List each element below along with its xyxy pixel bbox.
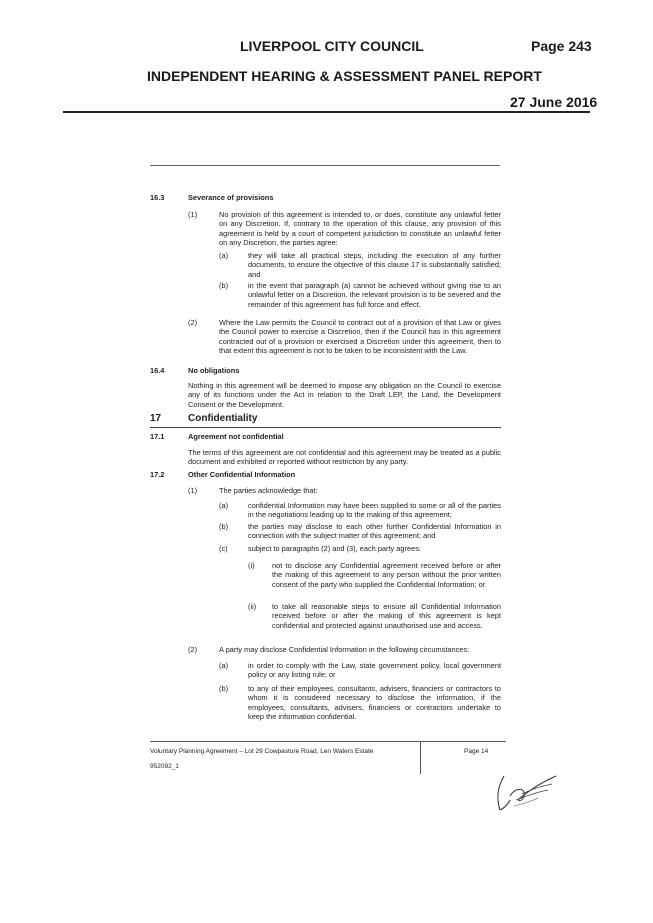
item-text: not to disclose any Confidential agreeme… <box>272 561 501 589</box>
footer-page-number: Page 14 <box>464 748 489 755</box>
subparagraph-number: (c) <box>219 544 228 553</box>
footer-rule <box>150 741 506 742</box>
paragraph-text: The parties acknowledge that: <box>219 486 318 495</box>
item-number: (ii) <box>248 602 257 611</box>
paragraph-number: (1) <box>188 210 198 219</box>
council-name: LIVERPOOL CITY COUNCIL <box>240 38 424 54</box>
subparagraph-number: (b) <box>219 281 229 290</box>
subparagraph-text: confidential Information may have been s… <box>248 501 501 520</box>
report-date: 27 June 2016 <box>510 94 598 110</box>
section-number: 16.4 <box>150 366 165 375</box>
clause-number: 17 <box>150 413 162 424</box>
paragraph-text: A party may disclose Confidential Inform… <box>219 645 470 654</box>
paragraph-text: Nothing in this agreement will be deemed… <box>188 381 501 409</box>
report-title: INDEPENDENT HEARING & ASSESSMENT PANEL R… <box>147 68 542 84</box>
section-heading: Agreement not confidential <box>188 432 284 441</box>
clause-rule <box>150 427 501 428</box>
section-heading: No obligations <box>188 366 240 375</box>
item-text: to take all reasonable steps to ensure a… <box>272 602 501 630</box>
paragraph-text: Where the Law permits the Council to con… <box>219 318 501 355</box>
section-heading: Other Confidential Information <box>188 470 296 479</box>
paragraph-number: (2) <box>188 318 198 327</box>
clause-heading: Confidentiality <box>188 413 258 424</box>
paragraph-number: (1) <box>188 486 198 495</box>
item-number: (i) <box>248 561 255 570</box>
section-heading: Severance of provisions <box>188 193 274 202</box>
handwritten-initials-signature <box>497 775 557 811</box>
subparagraph-number: (b) <box>219 684 229 693</box>
subparagraph-text: in the event that paragraph (a) cannot b… <box>248 281 501 309</box>
footer-reference: 952092_1 <box>150 763 179 770</box>
subparagraph-number: (a) <box>219 501 229 510</box>
subparagraph-text: the parties may disclose to each other f… <box>248 522 501 541</box>
subparagraph-text: to any of their employees, consultants, … <box>248 684 501 721</box>
paragraph-text: No provision of this agreement is intend… <box>219 210 501 247</box>
footer-document-title: Voluntary Planning Agreement – Lot 29 Co… <box>150 748 374 755</box>
header-rule <box>63 111 590 113</box>
footer-divider <box>420 741 421 774</box>
doc-top-rule <box>150 165 500 166</box>
subparagraph-text: in order to comply with the Law, state g… <box>248 661 501 680</box>
subparagraph-number: (b) <box>219 522 229 531</box>
paragraph-text: The terms of this agreement are not conf… <box>188 448 501 467</box>
subparagraph-text: they will take all practical steps, incl… <box>248 251 501 279</box>
subparagraph-number: (a) <box>219 661 229 670</box>
section-number: 17.1 <box>150 432 165 441</box>
subparagraph-number: (a) <box>219 251 229 260</box>
paragraph-number: (2) <box>188 645 198 654</box>
section-number: 17.2 <box>150 470 165 479</box>
report-page-number: Page 243 <box>531 38 592 54</box>
section-number: 16.3 <box>150 193 165 202</box>
subparagraph-text: subject to paragraphs (2) and (3), each … <box>248 544 421 553</box>
